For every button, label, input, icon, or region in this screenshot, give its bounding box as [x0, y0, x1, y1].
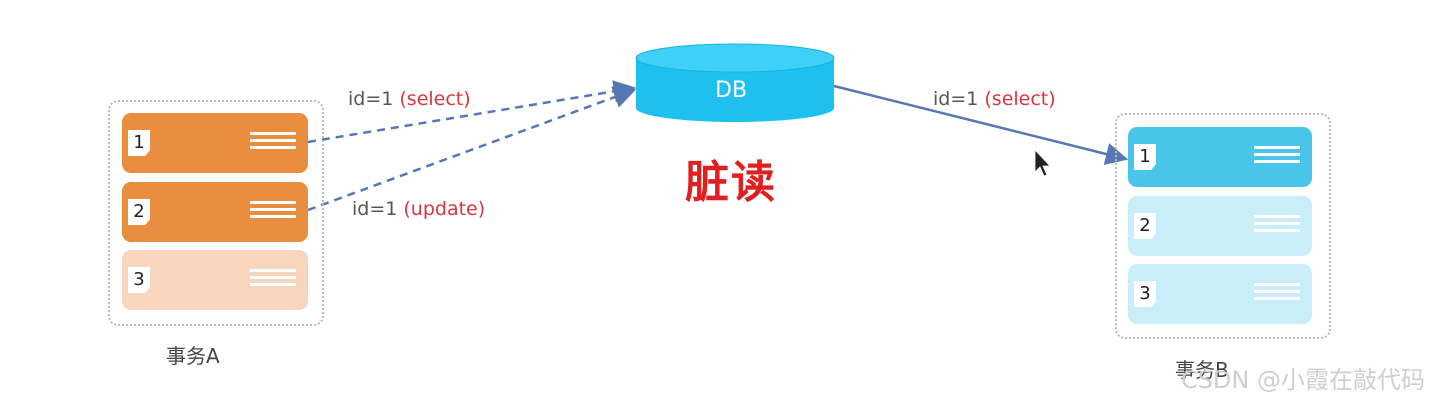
label-a-select: id=1 (select)	[348, 88, 471, 110]
lines-icon	[250, 269, 296, 291]
diagram-title: 脏读	[685, 157, 777, 208]
transaction-a-row-2: 2	[122, 182, 308, 242]
label-b-select: id=1 (select)	[933, 88, 1056, 110]
database-icon	[635, 43, 835, 122]
cursor-icon	[1034, 148, 1051, 177]
lines-icon	[250, 201, 296, 223]
row-number: 2	[1134, 213, 1156, 239]
db-label: DB	[715, 78, 748, 103]
transaction-b-row-1: 1	[1128, 127, 1312, 187]
lines-icon	[250, 132, 296, 154]
transaction-a-row-3: 3	[122, 250, 308, 310]
transaction-a-row-1: 1	[122, 113, 308, 173]
lines-icon	[1254, 146, 1300, 168]
lines-icon	[1254, 283, 1300, 305]
watermark: CSDN @小霞在敲代码	[1180, 366, 1425, 394]
row-number: 3	[128, 267, 150, 293]
transaction-b-group	[1115, 113, 1331, 339]
label-a-select-op: (select)	[399, 88, 471, 110]
label-a-select-prefix: id=1	[348, 88, 400, 110]
row-number: 3	[1134, 281, 1156, 307]
label-b-select-op: (select)	[984, 88, 1056, 110]
row-number: 1	[1134, 144, 1156, 170]
transaction-b-row-2: 2	[1128, 196, 1312, 256]
row-number: 2	[128, 199, 150, 225]
transaction-b-row-3: 3	[1128, 264, 1312, 324]
label-a-update: id=1 (update)	[352, 198, 485, 220]
transaction-a-label: 事务A	[166, 344, 220, 368]
row-number: 1	[128, 130, 150, 156]
lines-icon	[1254, 215, 1300, 237]
label-b-select-prefix: id=1	[933, 88, 985, 110]
transaction-a-group	[108, 100, 324, 326]
label-a-update-prefix: id=1	[352, 198, 404, 220]
label-a-update-op: (update)	[403, 198, 486, 220]
arrow-db-to-b	[833, 84, 1129, 166]
arrow-a-update	[307, 86, 637, 212]
transaction-b-label: 事务B	[1175, 358, 1229, 382]
